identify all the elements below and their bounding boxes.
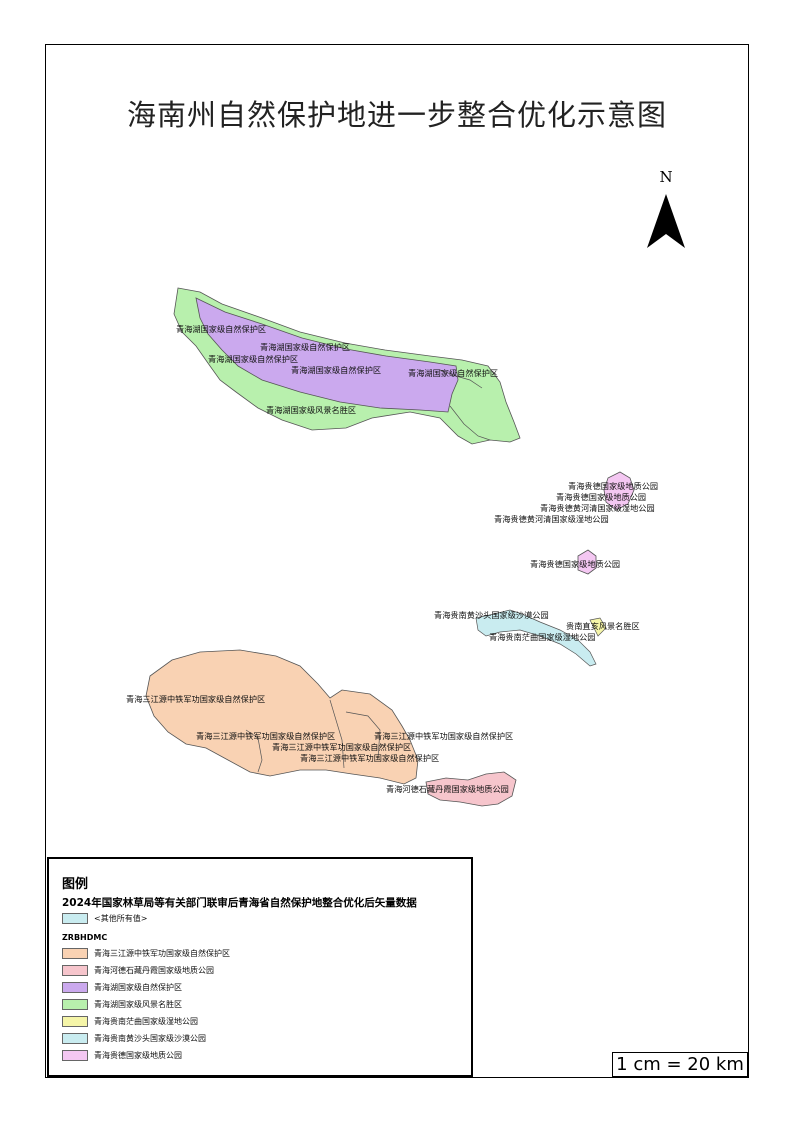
legend-label: 青海河德石藏丹霞国家级地质公园	[94, 966, 214, 975]
label-hede-geo: 青海河德石藏丹霞国家级地质公园	[386, 784, 509, 794]
map-frame	[45, 44, 749, 1078]
label-qhh-scenic: 青海湖国家级风景名胜区	[266, 405, 356, 415]
legend-label: 青海贵南黄沙头国家级沙漠公园	[94, 1034, 206, 1043]
legend-row: 青海湖国家级自然保护区	[62, 981, 182, 994]
label-sjy-3: 青海三江源中铁军功国家级自然保护区	[374, 731, 513, 741]
legend-title: 图例	[62, 877, 89, 892]
label-sjy-5: 青海三江源中铁军功国家级自然保护区	[300, 753, 439, 763]
north-arrow-icon	[647, 194, 685, 248]
label-qhh-2: 青海湖国家级自然保护区	[260, 342, 350, 352]
legend-swatch	[62, 948, 88, 959]
label-guinan-desert: 青海贵南黄沙头国家级沙漠公园	[434, 610, 549, 620]
legend-label: 青海湖国家级自然保护区	[94, 983, 182, 992]
region-guide-geopark-1[interactable]	[603, 471, 635, 511]
region-guide-geopark-2[interactable]	[577, 549, 597, 575]
legend-swatch	[62, 999, 88, 1010]
legend-swatch	[62, 1050, 88, 1061]
legend-row: 青海贵南茫曲国家级湿地公园	[62, 1015, 198, 1028]
legend-label-other: <其他所有值>	[94, 914, 148, 923]
legend-swatch	[62, 1016, 88, 1027]
label-qhh-1: 青海湖国家级自然保护区	[176, 324, 266, 334]
legend-row: 青海贵德国家级地质公园	[62, 1049, 182, 1062]
label-qhh-3: 青海湖国家级自然保护区	[208, 354, 298, 364]
label-guinan-wetland: 青海贵南茫曲国家级湿地公园	[489, 632, 595, 642]
legend-label: 青海三江源中铁军功国家级自然保护区	[94, 949, 230, 958]
legend: 图例 2024年国家林草局等有关部门联审后青海省自然保护地整合优化后矢量数据 <…	[47, 857, 473, 1077]
legend-subtitle: 2024年国家林草局等有关部门联审后青海省自然保护地整合优化后矢量数据	[62, 897, 417, 909]
legend-row-other: <其他所有值>	[62, 912, 147, 925]
legend-swatch	[62, 965, 88, 976]
legend-field-name: ZRBHDMC	[62, 933, 108, 942]
label-guide-geo-3: 青海贵德国家级地质公园	[530, 559, 620, 569]
region-sanjiangyuan[interactable]	[145, 649, 419, 785]
legend-swatch-other	[62, 913, 88, 924]
north-letter: N	[659, 168, 673, 186]
legend-row: 青海河德石藏丹霞国家级地质公园	[62, 964, 214, 977]
scale-text: 1 cm = 20 km	[612, 1052, 748, 1077]
legend-swatch	[62, 982, 88, 993]
label-qhh-4: 青海湖国家级自然保护区	[291, 365, 381, 375]
label-guide-geo-1: 青海贵德国家级地质公园	[568, 481, 658, 491]
north-arrow: N	[645, 168, 687, 252]
label-guide-geo-2: 青海贵德国家级地质公园	[556, 492, 646, 502]
region-qinghaihu-reserve[interactable]	[195, 297, 459, 413]
label-sjy-1: 青海三江源中铁军功国家级自然保护区	[126, 694, 265, 704]
label-qhh-5: 青海湖国家级自然保护区	[408, 368, 498, 378]
label-sjy-2: 青海三江源中铁军功国家级自然保护区	[196, 731, 335, 741]
map-labels: 青海湖国家级自然保护区 青海湖国家级自然保护区 青海湖国家级自然保护区 青海湖国…	[126, 324, 658, 794]
label-sjy-4: 青海三江源中铁军功国家级自然保护区	[272, 742, 411, 752]
legend-row: 青海湖国家级风景名胜区	[62, 998, 182, 1011]
legend-label: 青海贵德国家级地质公园	[94, 1051, 182, 1060]
region-hede-geopark[interactable]	[425, 771, 517, 807]
label-zhihai-scenic: 贵南直亥风景名胜区	[566, 621, 640, 631]
map-title: 海南州自然保护地进一步整合优化示意图	[126, 98, 667, 132]
region-guinan-desert[interactable]	[475, 609, 597, 667]
legend-row: 青海贵南黄沙头国家级沙漠公园	[62, 1032, 206, 1045]
legend-label: 青海湖国家级风景名胜区	[94, 1000, 182, 1009]
legend-swatch	[62, 1033, 88, 1044]
legend-label: 青海贵南茫曲国家级湿地公园	[94, 1017, 198, 1026]
label-guide-wet-2: 青海贵德黄河清国家级湿地公园	[494, 514, 609, 524]
region-guinan-wetland[interactable]	[589, 617, 607, 637]
label-guide-wet-1: 青海贵德黄河清国家级湿地公园	[540, 503, 655, 513]
legend-row: 青海三江源中铁军功国家级自然保护区	[62, 947, 230, 960]
